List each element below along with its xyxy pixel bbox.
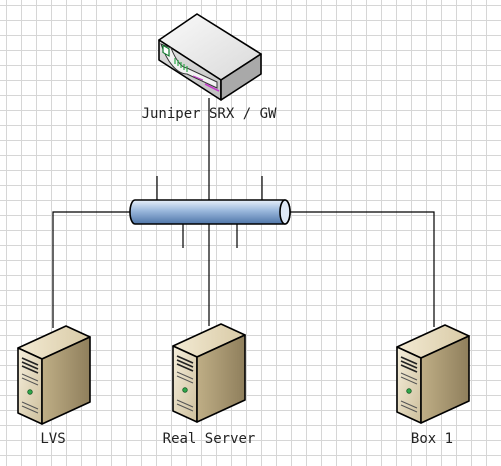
router-icon: [158, 13, 262, 101]
network-bus-icon: [129, 199, 291, 225]
box1-label: Box 1: [410, 431, 454, 447]
link-bus-box1: [289, 211, 435, 327]
lvs-label: LVS: [40, 431, 66, 447]
connections: [52, 98, 435, 328]
server-icon: [396, 324, 470, 424]
server-icon: [17, 325, 91, 425]
server-icon: [172, 323, 246, 423]
router-label: Juniper SRX / GW: [141, 106, 277, 122]
link-bus-lvs: [52, 211, 131, 328]
real-server-label: Real Server: [162, 431, 256, 447]
